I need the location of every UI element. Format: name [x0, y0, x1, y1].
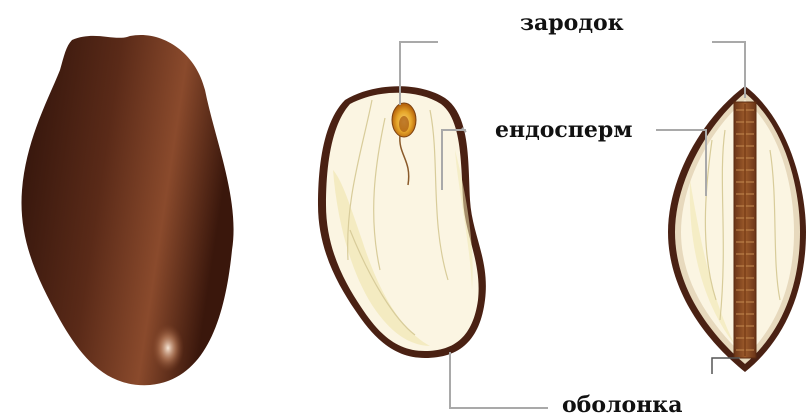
leader-embryo-cross [712, 42, 745, 98]
label-seed-coat: оболонка [562, 394, 682, 416]
cross-section [668, 86, 806, 372]
embryo [392, 103, 416, 137]
label-embryo: зародок [520, 12, 624, 34]
longitudinal-section [318, 86, 486, 358]
whole-grain-highlight [152, 324, 184, 372]
whole-grain-body [21, 35, 233, 385]
whole-grain [21, 35, 233, 385]
label-endosperm: ендосперм [495, 119, 632, 141]
leader-seed-coat [450, 352, 548, 408]
